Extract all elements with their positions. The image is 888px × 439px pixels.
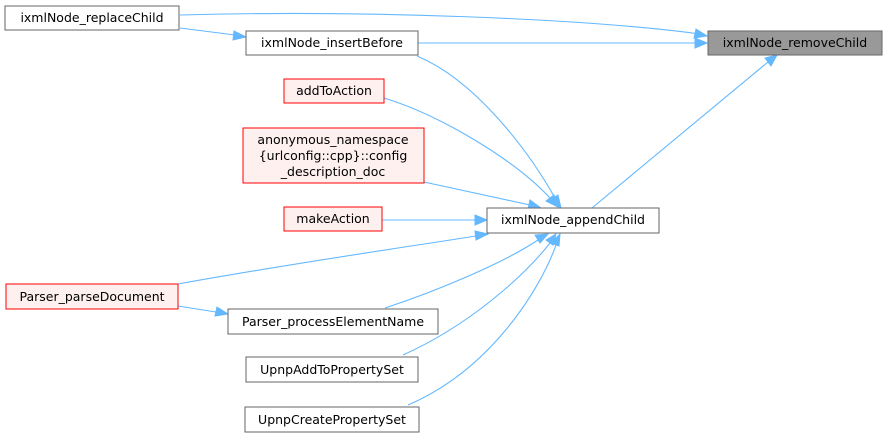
- edge-add-to-property-set-to-append-child: [402, 242, 551, 356]
- edge-arrowhead: [545, 194, 559, 208]
- node-label: makeAction: [296, 211, 369, 226]
- node-parser-parsedocument[interactable]: Parser_parseDocument: [5, 283, 179, 310]
- edge-replace-child-to-remove-child: [179, 12, 701, 35]
- node-label: ixmlNode_removeChild: [723, 35, 867, 50]
- node-label: UpnpCreatePropertySet: [258, 412, 406, 427]
- edge-arrowhead: [232, 30, 248, 41]
- node-label: addToAction: [296, 83, 372, 98]
- edge-process-element-name-to-append-child: [384, 239, 539, 309]
- edge-anon-ns-to-append-child: [423, 181, 531, 206]
- edge-arrowhead: [694, 37, 709, 49]
- node-label: UpnpAddToPropertySet: [260, 362, 404, 377]
- node-ixmlnode-replacechild[interactable]: ixmlNode_replaceChild: [4, 5, 180, 31]
- node-label-line-3: _description_doc: [280, 164, 386, 179]
- edge-arrowhead: [764, 54, 778, 67]
- edges-layer: [177, 12, 778, 406]
- node-label: Parser_parseDocument: [19, 289, 164, 304]
- edge-create-property-set-to-append-child: [407, 244, 557, 406]
- nodes-layer: ixmlNode_removeChild ixmlNode_replaceChi…: [4, 5, 883, 433]
- node-label: ixmlNode_replaceChild: [20, 10, 163, 25]
- edge-add-to-action-to-append-child: [383, 97, 551, 199]
- edge-parse-document-to-process-element-name: [177, 305, 217, 313]
- node-makeaction[interactable]: makeAction: [283, 206, 383, 232]
- node-label: ixmlNode_insertBefore: [261, 35, 403, 50]
- edge-arrowhead: [550, 232, 561, 247]
- edge-arrowhead: [214, 306, 230, 317]
- node-upnpaddtopropertyset[interactable]: UpnpAddToPropertySet: [245, 356, 419, 383]
- node-ixmlnode-appendchild[interactable]: ixmlNode_appendChild: [486, 207, 660, 234]
- edge-insert-before-to-append-child: [416, 55, 556, 199]
- edge-replace-child-to-insert-before: [179, 27, 236, 36]
- node-label-line-1: anonymous_namespace: [257, 132, 408, 147]
- edge-arrowhead: [474, 230, 490, 241]
- node-anonymous-namespace-config-description-doc[interactable]: anonymous_namespace {urlconfig::cpp}::co…: [242, 127, 425, 184]
- node-label-line-2: {urlconfig::cpp}::config: [259, 148, 408, 163]
- edge-parse-document-to-append-child: [177, 235, 477, 285]
- edge-arrowhead: [693, 28, 709, 39]
- node-ixmlnode-insertbefore[interactable]: ixmlNode_insertBefore: [245, 30, 419, 56]
- edge-append-child-to-remove-child: [591, 61, 769, 209]
- edge-arrowhead: [474, 214, 489, 226]
- edge-arrowhead: [534, 233, 550, 244]
- node-upnpcreatepropertyset[interactable]: UpnpCreatePropertySet: [244, 406, 420, 433]
- node-ixmlnode-removechild[interactable]: ixmlNode_removeChild: [707, 30, 883, 56]
- node-parser-processelementname[interactable]: Parser_processElementName: [227, 308, 439, 335]
- node-label: Parser_processElementName: [242, 314, 424, 329]
- node-label: ixmlNode_appendChild: [501, 212, 645, 227]
- node-addtoaction[interactable]: addToAction: [283, 78, 385, 104]
